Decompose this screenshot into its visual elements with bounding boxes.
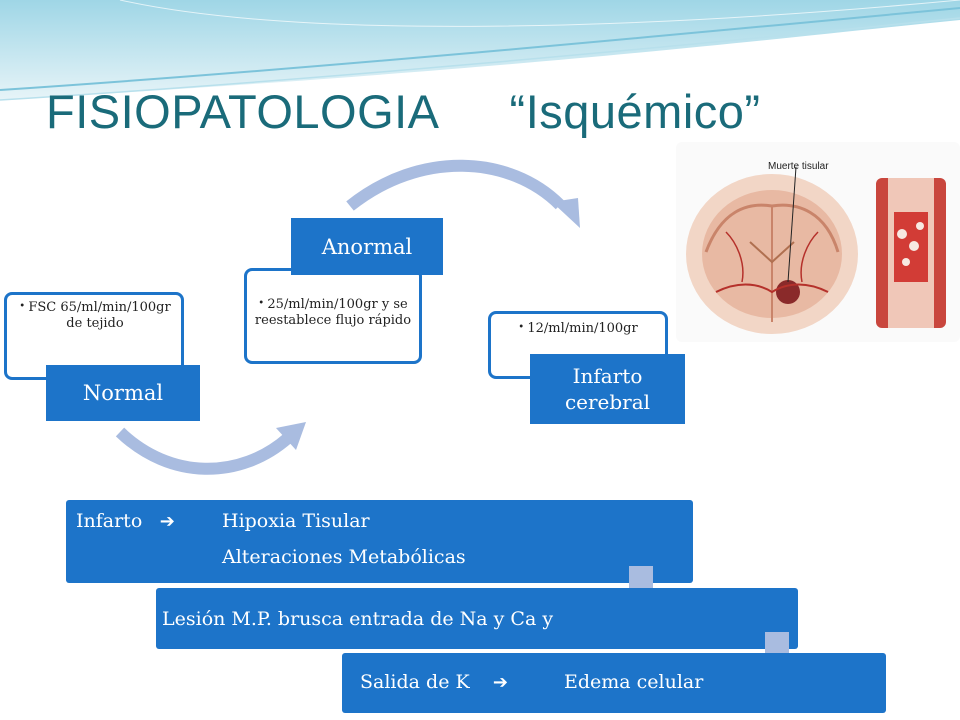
anormal-label-box: Anormal bbox=[291, 218, 443, 275]
brain-artery-image bbox=[686, 166, 946, 334]
curved-arrow-icon bbox=[346, 159, 565, 211]
brain-label: Muerte tisular bbox=[768, 161, 829, 172]
anormal-label: Anormal bbox=[321, 234, 413, 259]
anormal-detail-text: 25/ml/min/100gr y se reestablece flujo r… bbox=[253, 296, 413, 329]
infarto-label: Infarto cerebral bbox=[564, 364, 651, 414]
right-arrow-icon: ➔ bbox=[475, 672, 508, 693]
step1-right-line1: Hipoxia Tisular bbox=[222, 510, 370, 532]
infarto-label-box: Infarto cerebral bbox=[530, 354, 685, 424]
normal-label-box: Normal bbox=[46, 365, 200, 421]
infarto-detail-text: 12/ml/min/100gr bbox=[499, 320, 657, 337]
normal-label: Normal bbox=[82, 381, 164, 405]
step3-left: Salida de K bbox=[360, 671, 470, 693]
process-step-1: Infarto ➔ Hipoxia Tisular Alteraciones M… bbox=[66, 500, 693, 583]
right-arrow-icon: ➔ bbox=[148, 511, 175, 532]
title-sub: “Isquémico” bbox=[509, 85, 761, 138]
process-step-3: Salida de K ➔ Edema celular bbox=[342, 653, 886, 713]
step3-right: Edema celular bbox=[564, 671, 704, 693]
step1-left: Infarto bbox=[76, 510, 143, 532]
title-main: FISIOPATOLOGIA bbox=[46, 85, 440, 138]
slide-title: FISIOPATOLOGIA “Isquémico” bbox=[46, 84, 761, 139]
header-wave bbox=[0, 0, 960, 101]
step1-right-line2: Alteraciones Metabólicas bbox=[222, 546, 466, 568]
step2-text: Lesión M.P. brusca entrada de Na y Ca y bbox=[162, 608, 554, 630]
curved-arrow-icon bbox=[115, 427, 292, 475]
normal-detail-text: FSC 65/ml/min/100gr de tejido bbox=[19, 299, 171, 332]
anormal-detail-box: 25/ml/min/100gr y se reestablece flujo r… bbox=[244, 268, 422, 364]
arrow-head-icon bbox=[552, 198, 580, 228]
brain-illustration: Muerte tisular bbox=[676, 142, 960, 342]
arrow-head-icon bbox=[276, 422, 306, 450]
process-step-2: Lesión M.P. brusca entrada de Na y Ca y bbox=[156, 588, 798, 649]
